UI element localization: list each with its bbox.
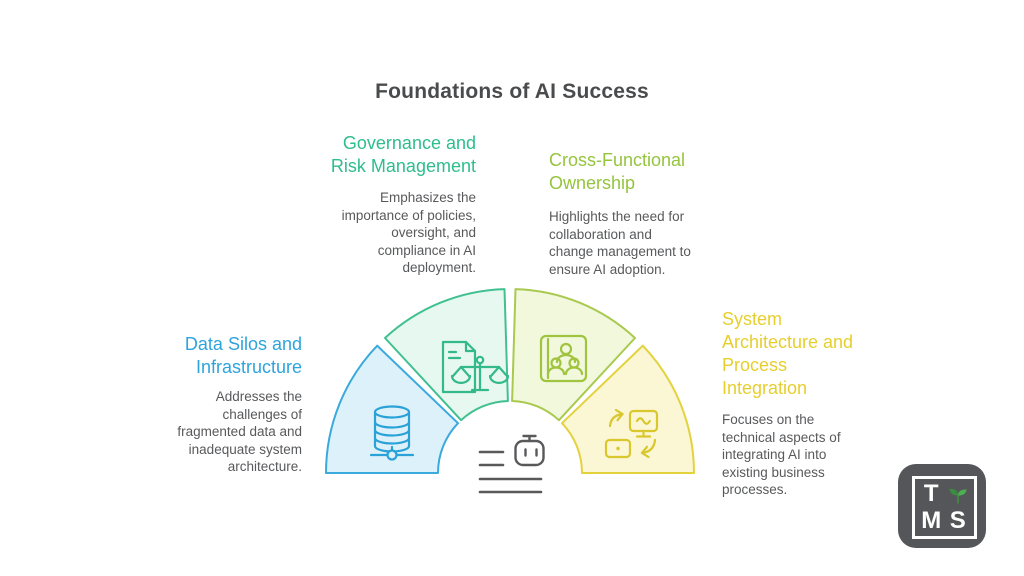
fan-segment-governance-risk [384, 288, 509, 422]
text-lines-icon [478, 450, 543, 494]
fan-segment-system-architecture [561, 344, 695, 474]
sprout-icon [949, 489, 967, 504]
fan-segment-cross-functional [511, 288, 636, 422]
cross-functional-heading: Cross-Functional Ownership [549, 150, 686, 193]
robot-icon [514, 434, 545, 467]
tms-logo-letter-t: T [923, 480, 939, 508]
team-photo-icon [539, 334, 588, 383]
fan-segment-data-silos [325, 344, 459, 474]
tms-logo-letter-s: S [949, 506, 966, 534]
system-architecture-description: Focuses on the technical aspects of inte… [722, 412, 841, 497]
tms-logo: T M S [898, 464, 986, 548]
page-title: Foundations of AI Success [375, 80, 649, 103]
governance-risk-heading: Governance and Risk Management [330, 133, 476, 176]
system-architecture-block: System Architecture and Process Integrat… [722, 308, 877, 499]
database-network-icon [369, 405, 415, 461]
document-scales-icon [441, 340, 510, 394]
data-silos-block: Data Silos and Infrastructure Addresses … [112, 333, 302, 476]
cross-functional-block: Cross-Functional Ownership Highlights th… [549, 149, 734, 278]
governance-risk-block: Governance and Risk Management Emphasize… [286, 132, 476, 277]
data-silos-heading: Data Silos and Infrastructure [184, 334, 302, 377]
tms-logo-frame: T M S [912, 476, 977, 539]
system-architecture-heading: System Architecture and Process Integrat… [722, 309, 854, 398]
cross-functional-description: Highlights the need for collaboration an… [549, 209, 691, 277]
data-silos-description: Addresses the challenges of fragmented d… [177, 389, 302, 474]
governance-risk-description: Emphasizes the importance of policies, o… [341, 190, 476, 275]
tms-logo-letter-m: M [921, 506, 942, 534]
process-integration-icon [604, 408, 659, 459]
